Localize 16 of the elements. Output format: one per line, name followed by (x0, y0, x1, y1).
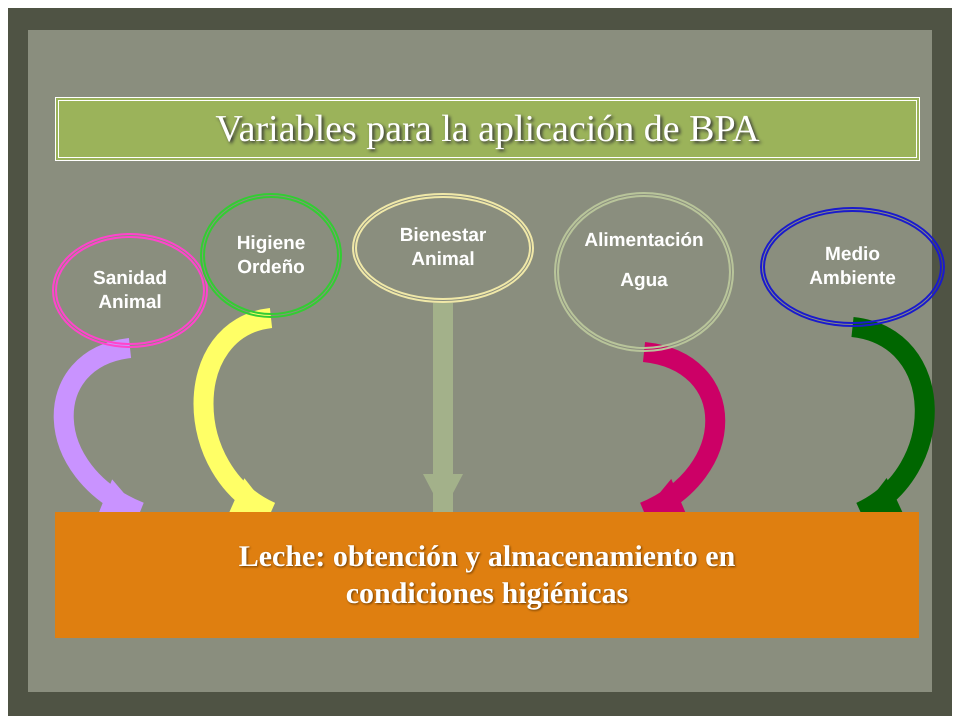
node-label: Alimentación (584, 229, 704, 253)
title: Variables para la aplicación de BPA (215, 106, 760, 152)
variable-ellipse (352, 193, 534, 303)
variable-ellipse (554, 192, 734, 352)
variable-ellipse (200, 193, 342, 318)
result-box (55, 512, 919, 638)
curved-arrow (423, 303, 463, 512)
node-label: Leche: obtención y almacenamiento en condiciones higiénicas (238, 538, 736, 612)
node-label: Medio Ambiente (808, 243, 897, 291)
node-label: Sanidad Animal (92, 266, 168, 314)
variable-ellipse (52, 233, 208, 348)
variable-ellipse (760, 207, 945, 327)
node-label: Bienestar Animal (398, 224, 488, 272)
node-label: Higiene (236, 232, 306, 256)
node-label: Agua (620, 268, 668, 292)
node-label: Ordeño (237, 256, 305, 280)
